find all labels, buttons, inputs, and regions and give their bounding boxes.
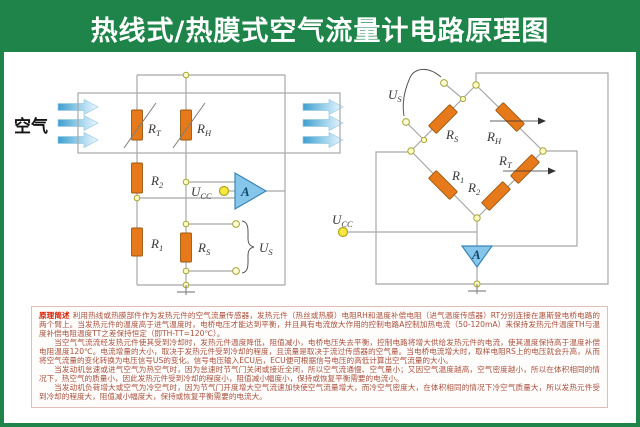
principle-notes-box: 原理简述利用热线或热膜部件作为发热元件的空气流量传感器，发热元件（热丝或热膜）电… [31,306,608,408]
air-duct [77,92,341,154]
page-title: 热线式/热膜式空气流量计电路原理图 [90,15,550,47]
ground-icon-left [176,284,196,296]
label-rt-left: RT [147,121,162,138]
resistor-r1 [131,227,143,257]
variable-slash-rh [172,102,206,149]
ucc-terminal-left [218,185,230,197]
resistor-rt-bridge [510,154,540,184]
resistor-r1-bridge [428,170,458,200]
resistor-rs-bridge [428,104,458,134]
ucc-terminal-right [337,226,349,238]
notes-paragraph: 当发动机负荷增大或空气为冷空气时，因为节气门开度增大空气流速加快使空气流量增大，… [39,382,600,401]
label-ucc-left: UCC [191,184,212,201]
label-amp-right: A [471,247,481,262]
variable-slash-rt [123,102,157,149]
notes-paragraph: 当空气气流流经发热元件使其受到冷却时，发热元件温度降低，阻值减小，电桥电压失去平… [39,337,600,365]
amplifier-right [460,245,494,269]
label-rh-left: RH [196,121,212,138]
air-flow-label: 空气 [14,116,48,137]
left-nodes [133,71,240,289]
left-resistors [131,109,192,263]
resistor-r2-bridge [481,181,511,211]
us-bracket-right [402,69,442,117]
label-amp-left: A [240,184,250,199]
label-r1-right: R1 [451,168,464,185]
right-resistors [428,102,540,211]
us-brace [241,220,255,274]
label-r2-left: R2 [150,173,164,190]
ground-icon-right [467,283,487,295]
label-us-left: US [259,240,273,257]
label-us-right: US [388,87,402,104]
notes-paragraph: 当发动机怠速或进气空气为热空气时，因为怠速时节气门关闭或接近全闭，所以空气流通慢… [39,364,600,383]
label-r1-left: R1 [150,236,163,253]
resistor-rh [180,109,192,141]
air-outlet-arrows-icon [302,99,344,148]
resistor-rt [131,109,143,141]
resistor-r2 [131,162,143,194]
label-rh-right: RH [486,129,502,146]
label-rs-right: RS [445,127,459,144]
label-rt-right: RT [498,153,513,170]
circuit-diagram: 空气 [14,69,609,296]
variable-arrows [490,117,556,175]
label-rs-left: RS [197,240,211,257]
resistor-rs [180,232,192,263]
resistor-rh-bridge [495,102,525,132]
notes-paragraph: 原理简述利用热线或热膜部件作为发热元件的空气流量传感器，发热元件（热丝或热膜）电… [39,311,600,338]
left-circuit: 空气 [14,71,344,296]
amplifier-left [234,171,268,211]
label-r2-right: R2 [467,180,481,197]
right-circuit: US RS RH R1 R2 RT UCC A [332,69,609,295]
title-banner: 热线式/热膜式空气流量计电路原理图 [4,4,636,52]
label-ucc-right: UCC [332,212,353,229]
notes-heading: 原理简述 [39,311,70,320]
